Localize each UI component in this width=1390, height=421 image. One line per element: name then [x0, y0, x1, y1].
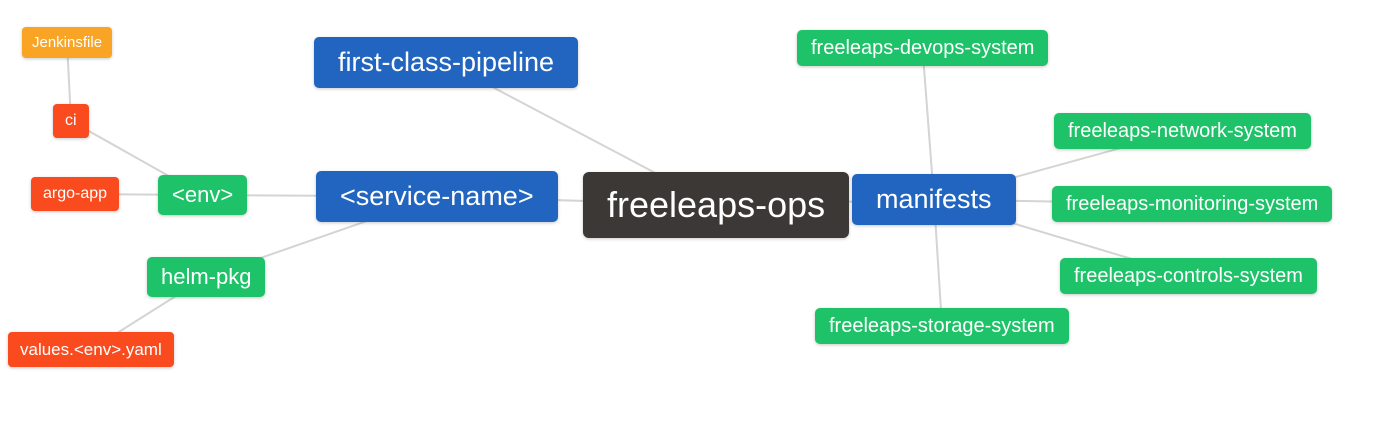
node-ci[interactable]: ci	[53, 104, 89, 138]
node-freeleaps-ops[interactable]: freeleaps-ops	[583, 172, 850, 238]
node-service-name[interactable]: <service-name>	[316, 171, 558, 222]
node-manifests[interactable]: manifests	[852, 174, 1016, 225]
node-monitoring-system[interactable]: freeleaps-monitoring-system	[1052, 186, 1333, 222]
node-jenkinsfile[interactable]: Jenkinsfile	[22, 27, 113, 58]
node-controls-system[interactable]: freeleaps-controls-system	[1060, 258, 1317, 294]
node-values-env-yaml[interactable]: values.<env>.yaml	[8, 332, 174, 367]
node-env[interactable]: <env>	[158, 175, 248, 215]
node-argo-app[interactable]: argo-app	[31, 177, 120, 211]
node-storage-system[interactable]: freeleaps-storage-system	[815, 308, 1069, 344]
node-helm-pkg[interactable]: helm-pkg	[147, 257, 266, 297]
node-devops-system[interactable]: freeleaps-devops-system	[797, 30, 1049, 66]
node-network-system[interactable]: freeleaps-network-system	[1054, 113, 1311, 149]
node-first-class-pipeline[interactable]: first-class-pipeline	[314, 37, 579, 88]
